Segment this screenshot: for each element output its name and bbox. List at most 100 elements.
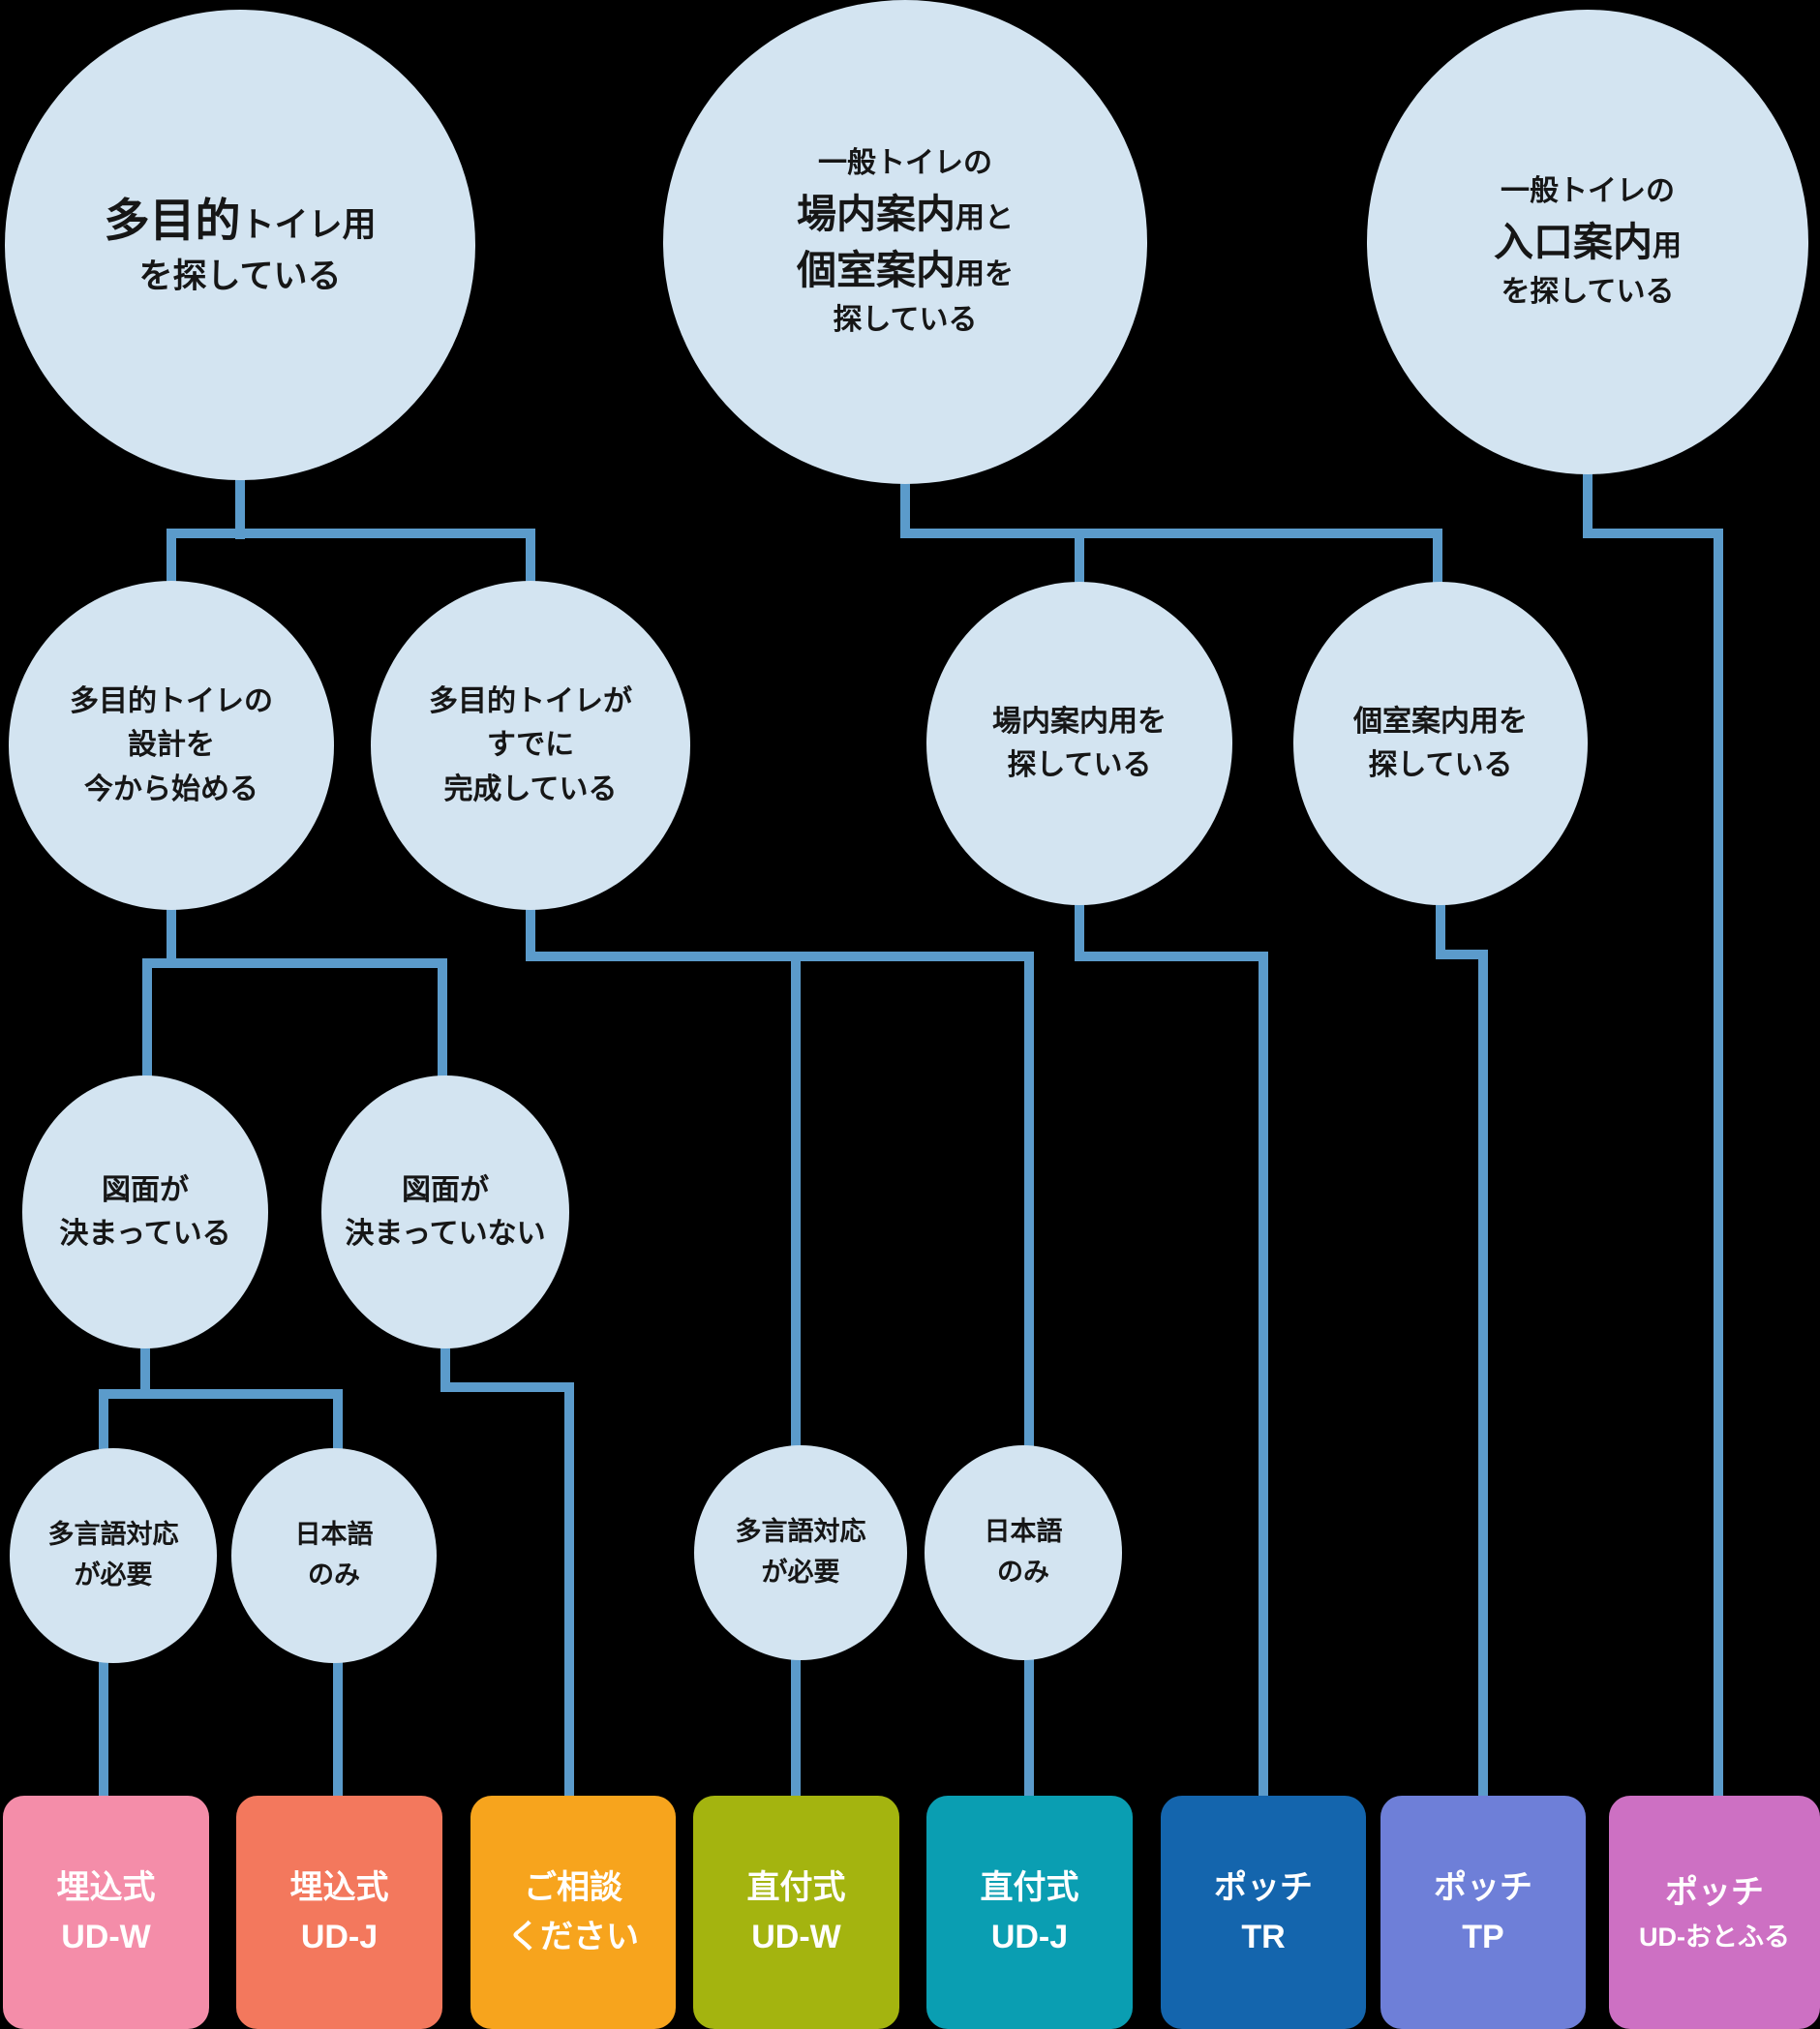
node-label-line: 個室案内用を xyxy=(1353,705,1528,739)
product-label-line: TR xyxy=(1241,1918,1286,1955)
node-label-line: 探している xyxy=(1368,748,1512,782)
product-label-line: 直付式 xyxy=(980,1868,1079,1906)
label-run: 用と xyxy=(956,201,1014,234)
node-label-line: のみ xyxy=(308,1560,360,1591)
node-label-line: が必要 xyxy=(762,1558,840,1589)
node-label-line: 決まっている xyxy=(59,1217,230,1251)
label-run: 多言語対応 xyxy=(735,1517,866,1547)
node-jonai-sagashiteiru: 場内案内用を探している xyxy=(926,582,1232,905)
node-label-line: 多目的トイレ用 xyxy=(104,194,376,247)
node-label-line: 多目的トイレの xyxy=(70,684,273,718)
label-run: 用を xyxy=(956,258,1014,290)
connector-jonai-to-box6 xyxy=(1075,895,1268,1810)
label-run: 多目的トイレの xyxy=(70,684,273,717)
node-label-line: 多目的トイレが xyxy=(429,684,632,718)
product-label-line: ください xyxy=(507,1918,639,1955)
product-label-line: UD-W xyxy=(751,1918,841,1955)
node-label-line: 日本語 xyxy=(985,1517,1063,1548)
product-box-gosodan: ご相談ください xyxy=(470,1796,676,2029)
node-nihongo-mid: 日本語のみ xyxy=(925,1445,1122,1660)
node-koshitsu-sagashiteiru: 個室案内用を探している xyxy=(1293,582,1588,905)
node-label-line: 今から始める xyxy=(84,772,258,806)
label-run: 決まっている xyxy=(59,1218,231,1250)
node-label-line: 多言語対応 xyxy=(48,1520,179,1551)
product-label-line: ポッチ xyxy=(1214,1868,1313,1906)
connector-root1-split xyxy=(167,529,535,598)
node-label-line: を探している xyxy=(139,257,342,296)
node-label-line: 図面が xyxy=(102,1173,189,1207)
product-label-line: TP xyxy=(1462,1918,1504,1955)
label-run: 入口案内 xyxy=(1494,219,1653,264)
node-label-line: 設計を xyxy=(128,728,215,762)
node-label-line: 個室案内用を xyxy=(797,247,1014,293)
node-label-line: 場内案内用を xyxy=(992,705,1167,739)
node-label-line: 一般トイレの xyxy=(1501,174,1675,208)
label-run: 決まっていない xyxy=(345,1218,546,1250)
node-label-line: 入口案内用 xyxy=(1494,219,1682,265)
label-run: 今から始める xyxy=(84,772,258,805)
label-run: 多目的トイレが xyxy=(429,684,632,717)
node-sekkei-hajimeru: 多目的トイレの設計を今から始める xyxy=(9,581,334,910)
node-label-line: が必要 xyxy=(75,1560,153,1591)
product-label-line: UD-W xyxy=(61,1918,151,1955)
product-label-line: 直付式 xyxy=(746,1868,846,1906)
product-box-jikatsuke-udj: 直付式 UD-J xyxy=(926,1796,1133,2029)
label-run: が必要 xyxy=(761,1558,840,1587)
product-box-potchi-tr: ポッチ TR xyxy=(1161,1796,1366,2029)
label-run: 一般トイレの xyxy=(1501,175,1675,208)
node-label-line: 探している xyxy=(833,303,977,337)
label-run: 日本語 xyxy=(294,1520,374,1550)
node-label-line: すでに xyxy=(487,728,574,762)
label-run: 完成している xyxy=(443,772,618,805)
label-run: 多言語対応 xyxy=(47,1520,179,1550)
label-run: 図面が xyxy=(102,1173,189,1206)
label-run: が必要 xyxy=(74,1560,153,1590)
label-run: のみ xyxy=(308,1560,360,1590)
node-label-line: 完成している xyxy=(443,772,617,806)
node-label-line: 場内案内用と xyxy=(797,191,1014,237)
product-label-line: UD-J xyxy=(990,1918,1069,1955)
node-root-iriguchi: 一般トイレの入口案内用を探している xyxy=(1367,10,1808,474)
label-run: 探している xyxy=(833,304,978,337)
node-label-line: 決まっていない xyxy=(345,1217,545,1251)
node-label-line: 多言語対応 xyxy=(736,1517,866,1548)
product-box-jikatsuke-udw: 直付式 UD-W xyxy=(693,1796,899,2029)
node-kansei-shiteiru: 多目的トイレがすでに完成している xyxy=(371,581,690,910)
product-label-line: ご相談 xyxy=(524,1868,622,1906)
node-tagengo-mid: 多言語対応が必要 xyxy=(694,1445,907,1660)
label-run: を探している xyxy=(1501,276,1675,309)
product-label-line: UD-おとふる xyxy=(1639,1922,1790,1952)
label-run: 場内案内用を xyxy=(992,705,1167,738)
label-run: を探している xyxy=(138,257,342,296)
label-run: のみ xyxy=(997,1558,1049,1587)
connector-root3-to-box8 xyxy=(1583,463,1723,1810)
node-label-line: 一般トイレの xyxy=(818,146,992,180)
label-run: 多目的 xyxy=(104,194,241,246)
node-zumen-kimatteiru: 図面が決まっている xyxy=(22,1075,268,1348)
label-run: トイレ用 xyxy=(240,205,377,244)
label-run: 探している xyxy=(1007,749,1152,781)
product-label-line: 埋込式 xyxy=(56,1868,156,1906)
node-nihongo-left: 日本語のみ xyxy=(231,1448,437,1663)
label-run: 個室案内用を xyxy=(1353,705,1528,738)
node-label-line: 図面が xyxy=(402,1173,489,1207)
node-tagengo-left: 多言語対応が必要 xyxy=(10,1448,217,1663)
connector-zumen-nai-to-box3 xyxy=(440,1341,574,1810)
label-run: 日本語 xyxy=(984,1517,1063,1547)
node-label-line: 探している xyxy=(1007,748,1151,782)
connector-root2-split xyxy=(900,463,1442,598)
label-run: 一般トイレの xyxy=(818,147,992,180)
node-root-ippan-annai: 一般トイレの場内案内用と個室案内用を探している xyxy=(663,0,1147,484)
node-label-line: 日本語 xyxy=(295,1520,374,1551)
product-label-line: 埋込式 xyxy=(289,1868,389,1906)
label-run: 場内案内 xyxy=(797,191,956,236)
node-zumen-kimatteinai: 図面が決まっていない xyxy=(321,1075,569,1348)
label-run: 個室案内 xyxy=(797,248,956,292)
product-box-umekomi-udw: 埋込式 UD-W xyxy=(3,1796,209,2029)
connector-sekkei-split xyxy=(142,958,447,1092)
label-run: 探している xyxy=(1368,749,1513,781)
